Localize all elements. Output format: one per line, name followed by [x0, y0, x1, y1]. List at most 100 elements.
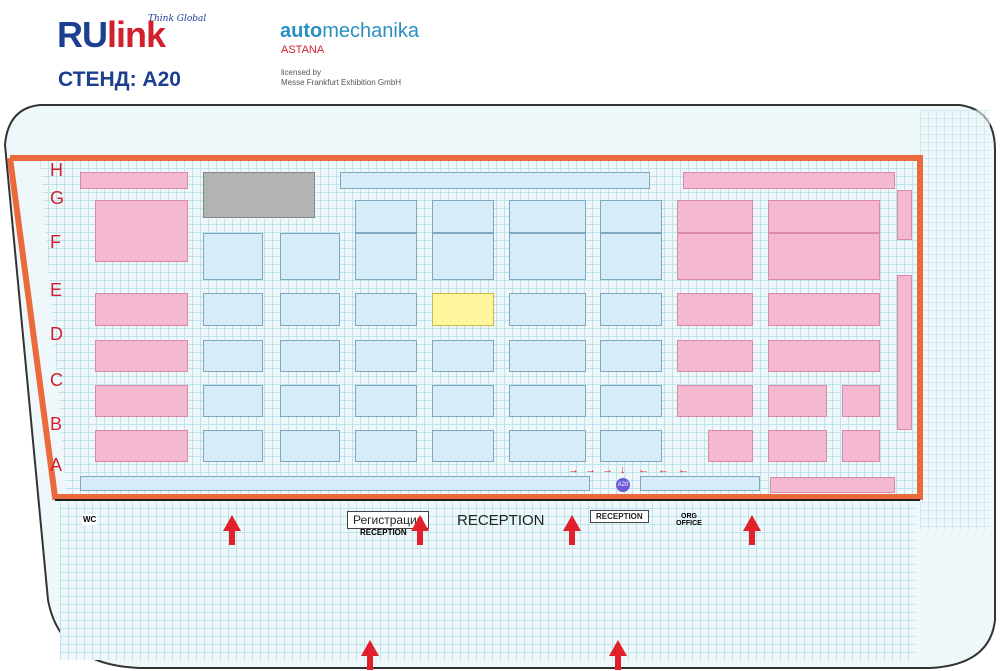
- booth[interactable]: [432, 200, 494, 233]
- licensed-line2: Messe Frankfurt Exhibition GmbH: [281, 78, 402, 87]
- booth[interactable]: [355, 340, 417, 372]
- row-letter-f: F: [50, 232, 61, 252]
- booth[interactable]: [432, 233, 494, 280]
- booth[interactable]: [509, 340, 586, 372]
- booth[interactable]: [203, 293, 263, 326]
- booth[interactable]: [340, 172, 650, 189]
- booth[interactable]: [280, 385, 340, 417]
- booth[interactable]: [80, 476, 590, 491]
- booth[interactable]: [509, 385, 586, 417]
- entrance-arrow-stem: [367, 656, 373, 670]
- booth[interactable]: [768, 340, 880, 372]
- booth[interactable]: [600, 430, 662, 462]
- booth[interactable]: [203, 172, 315, 218]
- entrance-arrow-icon: [223, 515, 241, 531]
- booth[interactable]: [600, 293, 662, 326]
- booth[interactable]: [280, 430, 340, 462]
- booth[interactable]: [432, 293, 494, 326]
- booth[interactable]: [432, 430, 494, 462]
- wc-label: WC: [82, 514, 98, 525]
- booth[interactable]: [677, 385, 753, 417]
- entrance-arrow-stem: [417, 531, 423, 545]
- booth[interactable]: [95, 340, 188, 372]
- entrance-arrow-stem: [749, 531, 755, 545]
- booth[interactable]: [768, 233, 880, 280]
- reception-right-label: RECEPTION: [590, 510, 649, 523]
- direction-arrow-icon: →: [602, 464, 613, 476]
- booth[interactable]: [280, 340, 340, 372]
- direction-arrow-icon: ↓: [620, 464, 626, 476]
- booth[interactable]: [640, 476, 760, 491]
- booth[interactable]: [600, 233, 662, 280]
- entrance-arrow-stem: [615, 656, 621, 670]
- booth[interactable]: [80, 172, 188, 189]
- direction-arrow-icon: →: [568, 464, 579, 476]
- logo-ru: RU: [57, 14, 108, 55]
- booth[interactable]: [600, 385, 662, 417]
- row-letter-g: G: [50, 188, 65, 208]
- org-office-label: ORG OFFICE: [676, 513, 702, 527]
- rulink-logo: RUlink: [57, 14, 166, 56]
- booth[interactable]: [95, 293, 188, 326]
- booth[interactable]: [600, 340, 662, 372]
- booth[interactable]: [203, 340, 263, 372]
- booth[interactable]: [768, 293, 880, 326]
- booth[interactable]: [95, 200, 188, 262]
- logo-link: link: [107, 14, 166, 55]
- registration-label: Регистрация: [347, 511, 430, 529]
- logo-auto: auto: [280, 20, 323, 42]
- booth[interactable]: [355, 293, 417, 326]
- booth[interactable]: [509, 293, 586, 326]
- booth[interactable]: [842, 385, 880, 417]
- booth[interactable]: [683, 172, 895, 189]
- booth[interactable]: [355, 430, 417, 462]
- entrance-arrow-icon: [411, 515, 429, 531]
- booth-a20-marker[interactable]: A20: [616, 478, 630, 492]
- entrance-arrow-stem: [229, 531, 235, 545]
- booth[interactable]: [203, 233, 263, 280]
- booth[interactable]: [432, 340, 494, 372]
- licensed-line1: licensed by: [281, 68, 322, 77]
- booth[interactable]: [897, 190, 912, 240]
- direction-arrow-icon: ←: [638, 464, 649, 476]
- booth[interactable]: [509, 430, 586, 462]
- entrance-arrow-stem: [569, 531, 575, 545]
- booth[interactable]: [677, 200, 753, 233]
- booth[interactable]: [95, 430, 188, 462]
- automechanika-logo: automechanika: [280, 20, 419, 43]
- row-letter-e: E: [50, 280, 63, 300]
- entrance-arrow-icon: [361, 640, 379, 656]
- row-letter-h: H: [50, 160, 63, 180]
- booth[interactable]: [677, 233, 753, 280]
- booth[interactable]: [677, 340, 753, 372]
- booth[interactable]: [355, 385, 417, 417]
- booth[interactable]: [509, 233, 586, 280]
- direction-arrow-icon: ←: [678, 464, 689, 476]
- booth[interactable]: [842, 430, 880, 462]
- entrance-arrow-icon: [743, 515, 761, 531]
- entrance-arrow-icon: [609, 640, 627, 656]
- event-city: ASTANA: [281, 44, 325, 56]
- booth[interactable]: [203, 385, 263, 417]
- booth[interactable]: [897, 275, 912, 430]
- booth[interactable]: [355, 233, 417, 280]
- booth[interactable]: [95, 385, 188, 417]
- booth[interactable]: [509, 200, 586, 233]
- booth[interactable]: [708, 430, 753, 462]
- booth[interactable]: [432, 385, 494, 417]
- booth[interactable]: [280, 233, 340, 280]
- booth[interactable]: [280, 293, 340, 326]
- booth[interactable]: [677, 293, 753, 326]
- booth[interactable]: [768, 200, 880, 233]
- lobby-grid: [60, 500, 915, 660]
- booth-a20-label: A20: [617, 482, 629, 488]
- booth[interactable]: [600, 200, 662, 233]
- row-letter-a: A: [50, 455, 63, 475]
- booth[interactable]: [768, 430, 827, 462]
- booth[interactable]: [768, 385, 827, 417]
- booth[interactable]: [203, 430, 263, 462]
- booth[interactable]: [770, 477, 895, 493]
- booth[interactable]: [355, 200, 417, 233]
